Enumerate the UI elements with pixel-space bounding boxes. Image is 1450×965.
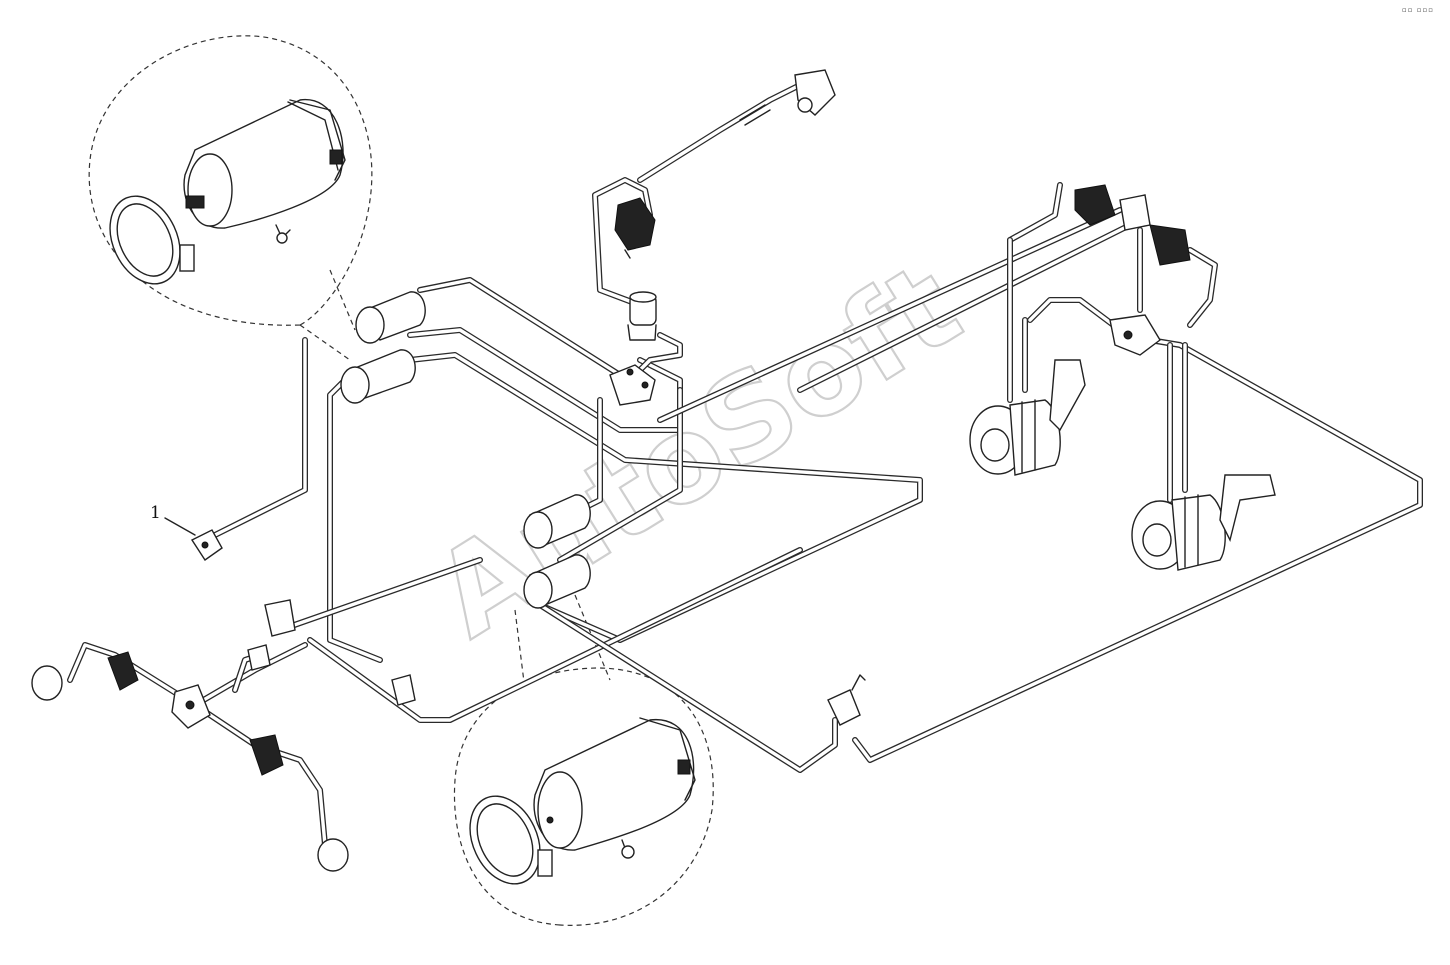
callout-label: 1 [150,503,161,523]
air-tank-upper-2 [340,349,416,404]
brake-chamber-rear [1131,474,1276,571]
air-dryer [627,291,657,341]
four-circuit-valve [609,364,656,406]
brake-chamber-front [969,359,1086,476]
fitting-lower-right [827,674,866,726]
air-tank-center-2 [523,554,591,609]
air-tank-center-1 [523,494,591,549]
valve-item-1 [164,517,223,561]
air-tank-upper-1 [355,291,426,344]
relay-valve-right-mid [1109,314,1161,356]
air-tank-detail-bottom [469,717,696,885]
air-tank-detail-top [109,99,346,285]
pipe-network [67,82,1423,848]
left-cluster [31,599,416,872]
compressor-top [739,69,836,126]
relay-valve-right-top [1074,184,1191,266]
compressor-governor [614,197,656,259]
detail-circle-top [88,35,373,361]
corner-mark: ▫▫ ▫▫▫ [1402,6,1434,14]
